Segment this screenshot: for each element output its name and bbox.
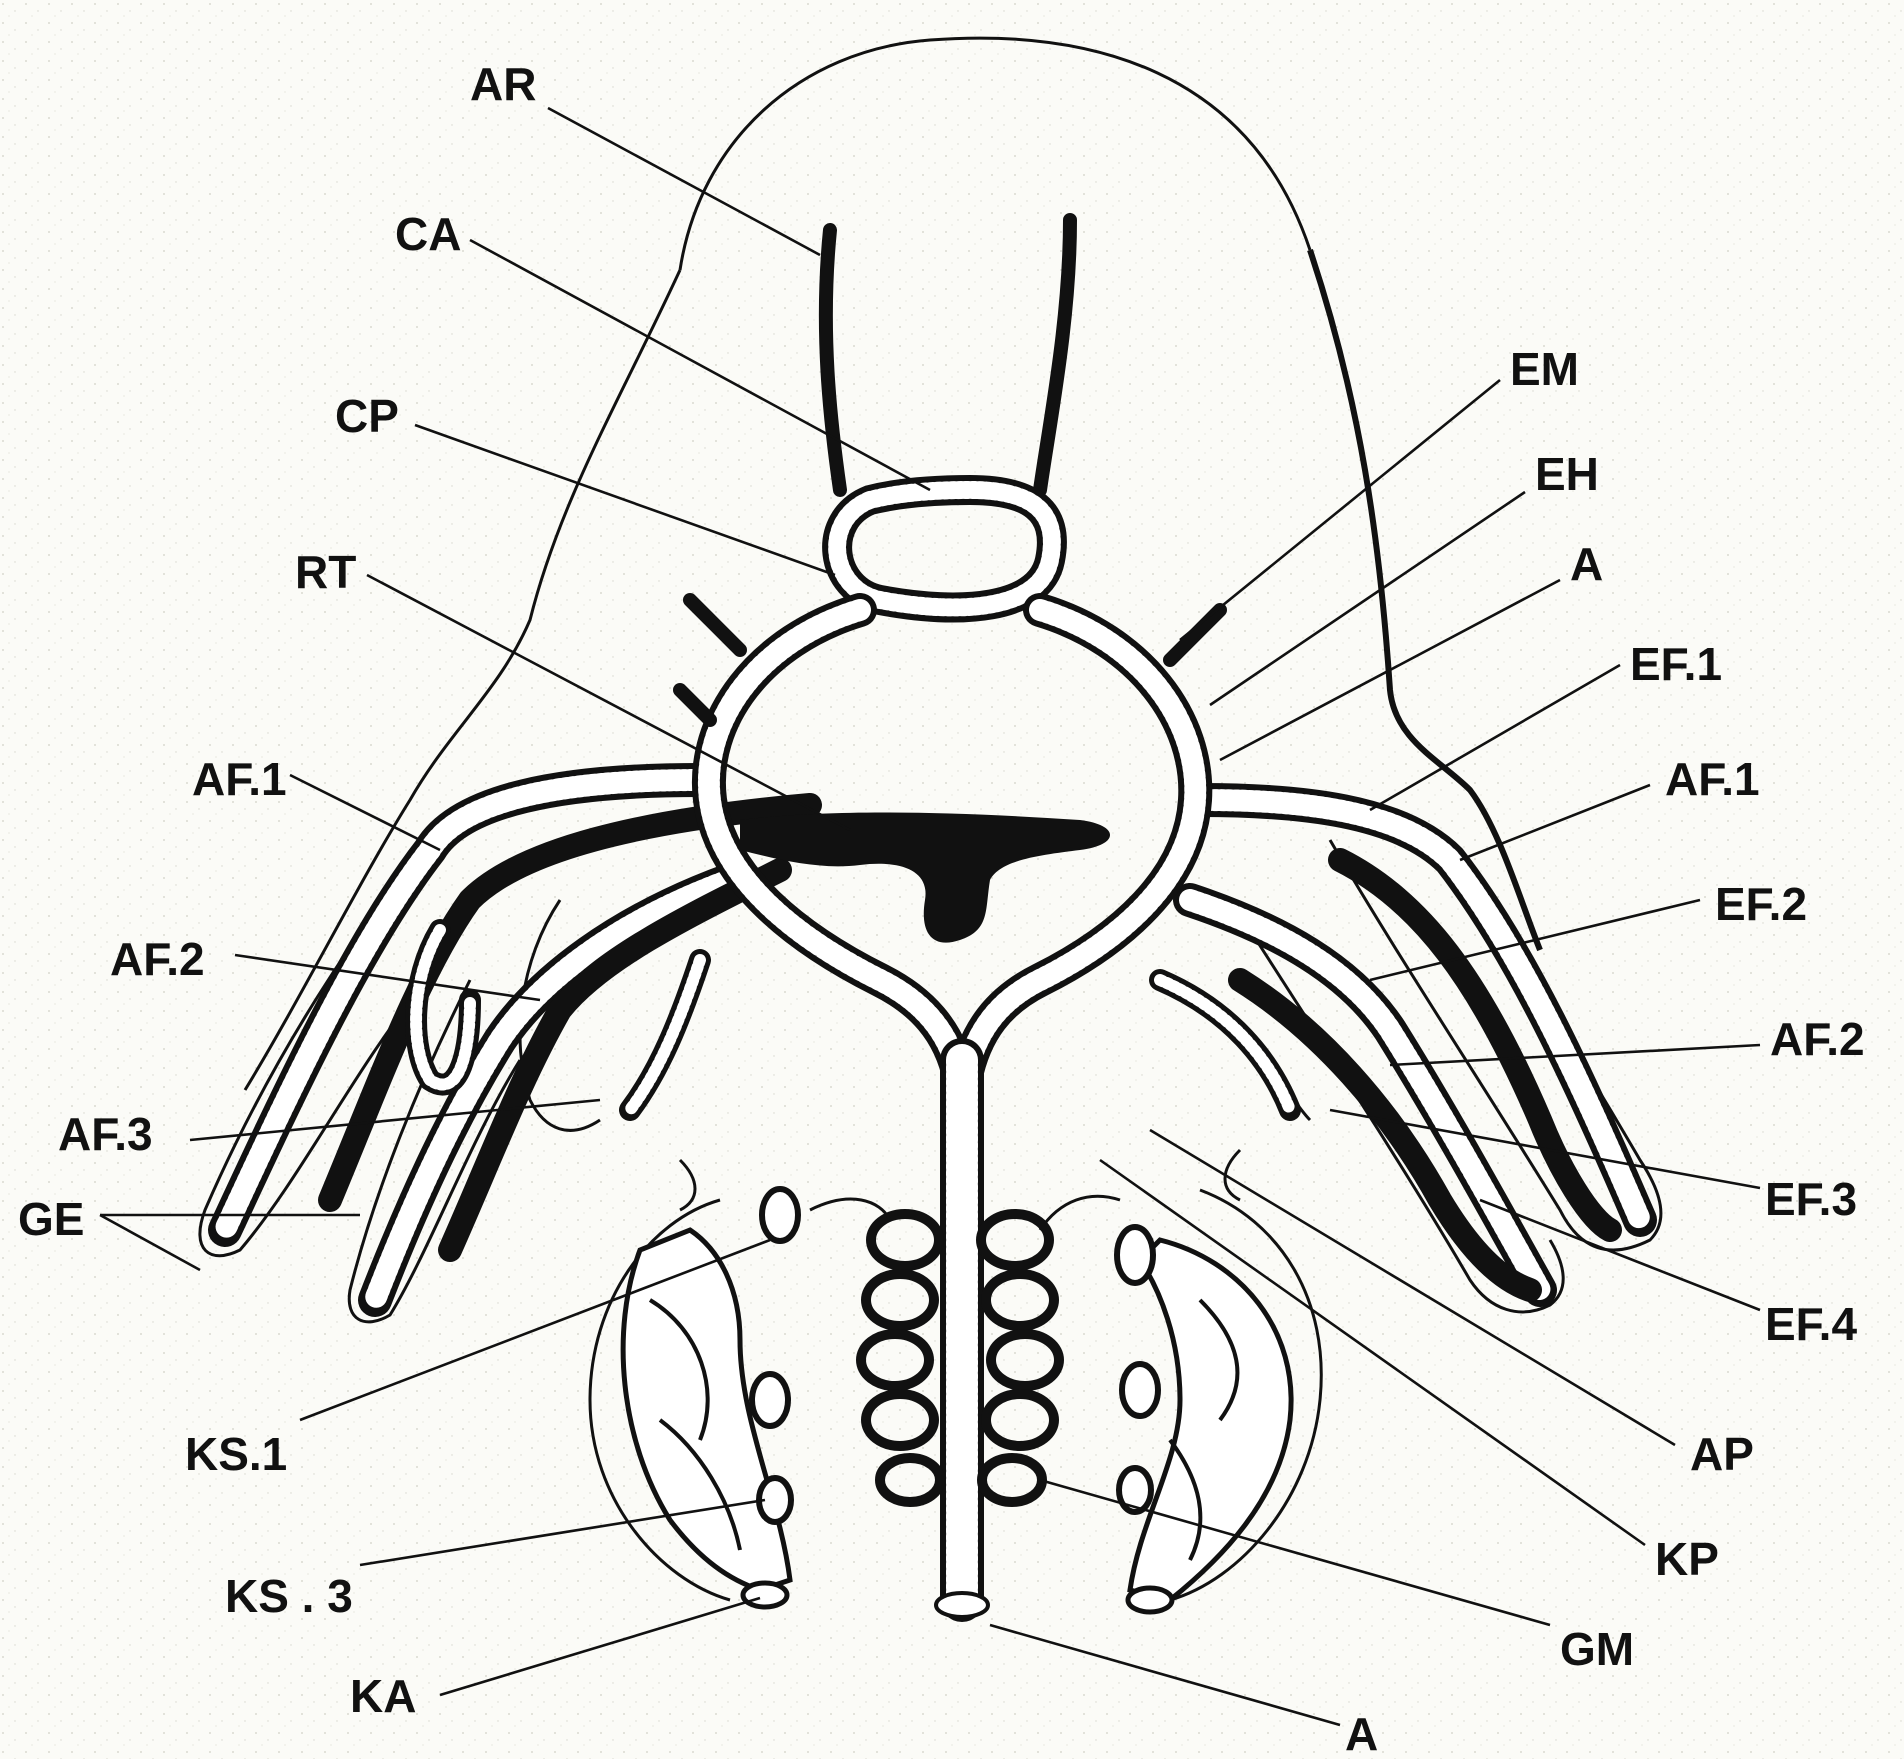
label-ks1: KS.1 (185, 1428, 287, 1480)
label-cp: CP (335, 390, 399, 442)
label-ef3: EF.3 (1765, 1173, 1857, 1225)
label-gm: GM (1560, 1623, 1634, 1675)
label-ef1: EF.1 (1630, 638, 1722, 690)
label-af2-left: AF.2 (110, 933, 205, 985)
label-a-upper: A (1570, 538, 1603, 590)
label-a-lower: A (1345, 1708, 1378, 1759)
label-eh: EH (1535, 448, 1599, 500)
label-ca: CA (395, 208, 461, 260)
label-af1-right: AF.1 (1665, 753, 1760, 805)
label-em: EM (1510, 343, 1579, 395)
label-ef4: EF.4 (1765, 1298, 1857, 1350)
label-ap: AP (1690, 1428, 1754, 1480)
label-kp: KP (1655, 1533, 1719, 1585)
label-af1-left: AF.1 (192, 753, 287, 805)
label-af3-left: AF.3 (58, 1108, 153, 1160)
label-ar: AR (470, 58, 536, 110)
label-ka: KA (350, 1670, 416, 1722)
label-ge: GE (18, 1193, 84, 1245)
descending-aorta (936, 1060, 988, 1617)
label-ef2: EF.2 (1715, 878, 1807, 930)
label-rt: RT (295, 546, 356, 598)
label-af2-right: AF.2 (1770, 1013, 1865, 1065)
label-ks3: KS . 3 (225, 1570, 353, 1622)
